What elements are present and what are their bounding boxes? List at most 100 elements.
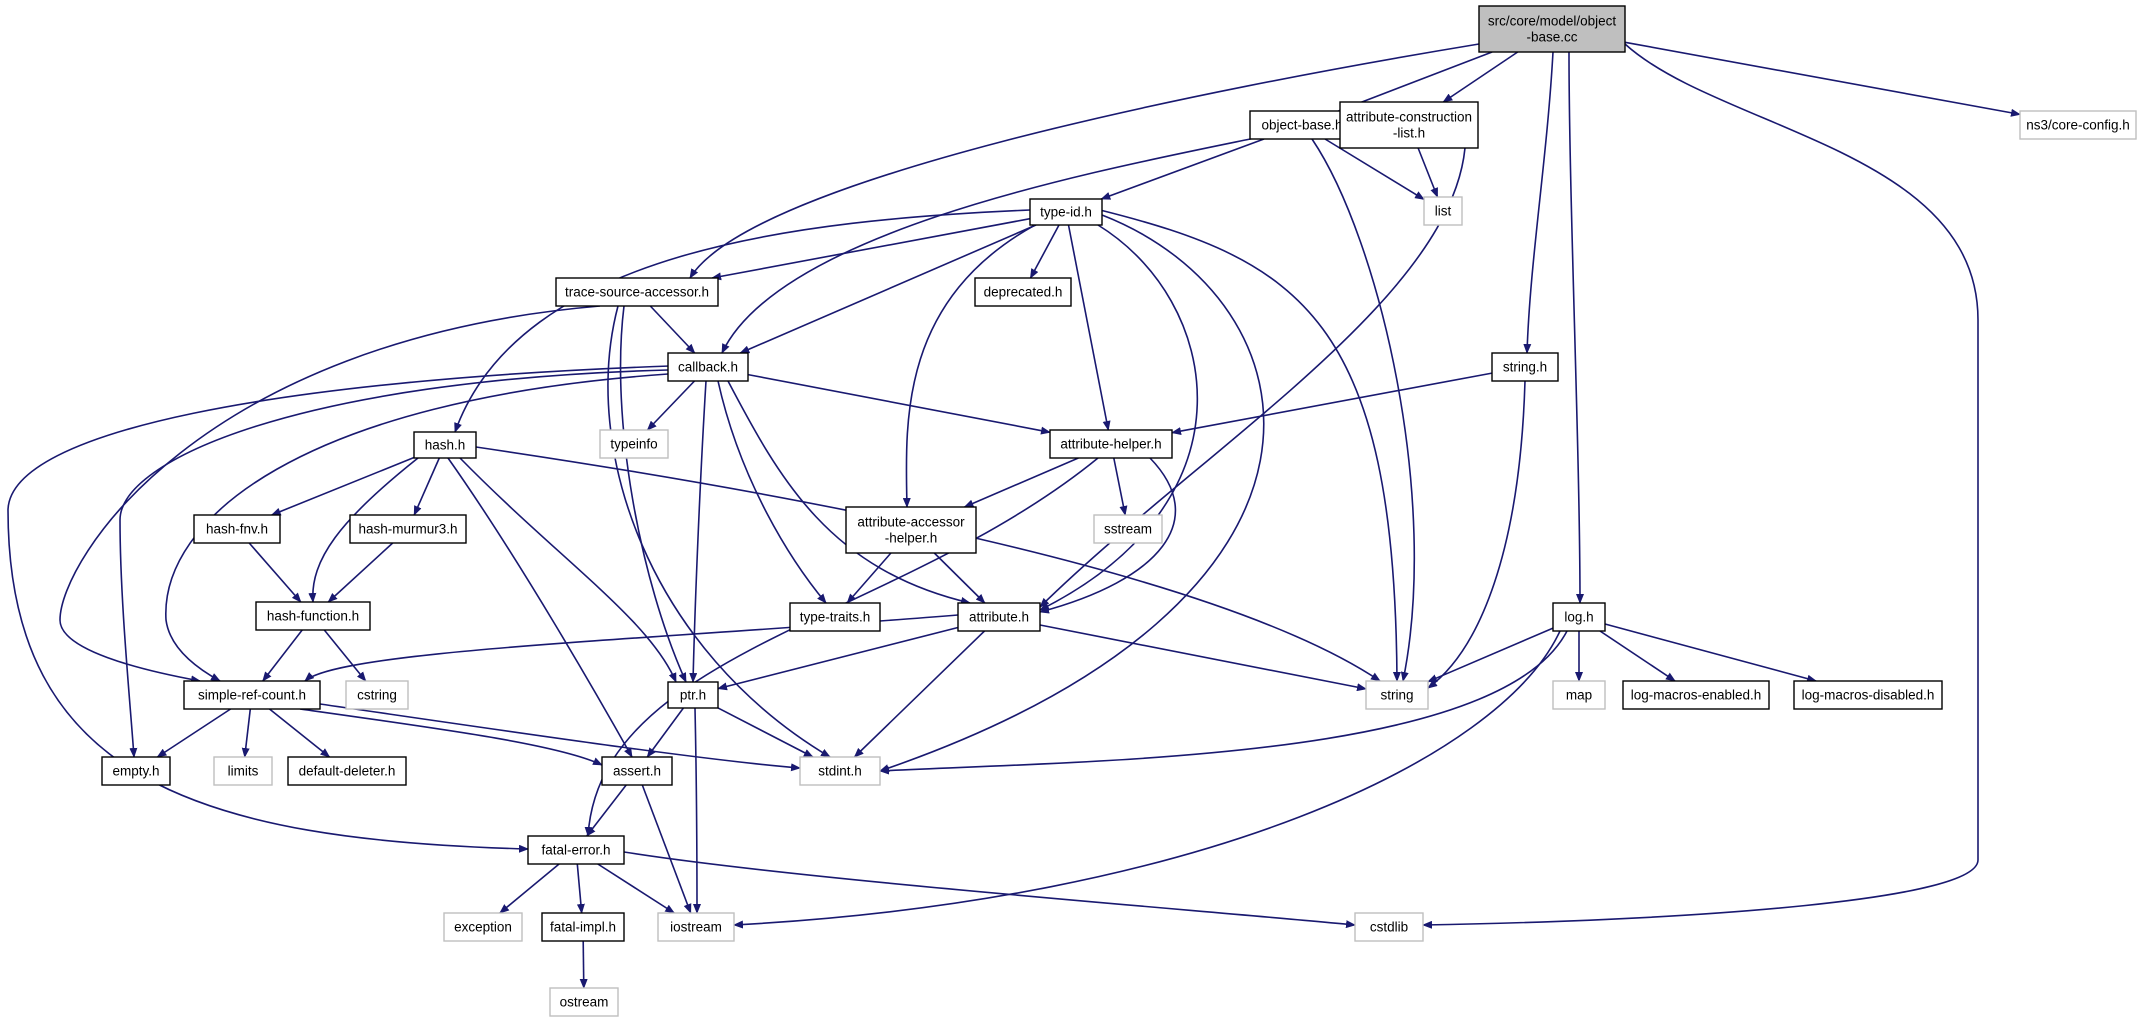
edge-object-base-h-to-callback-h bbox=[721, 136, 1261, 354]
edge-attribute-accessor-helper-h-to-attribute-h bbox=[933, 552, 986, 604]
node-label: log-macros-disabled.h bbox=[1802, 688, 1935, 703]
node-label: empty.h bbox=[112, 764, 159, 779]
edge-hash-fnv-h-to-hash-function-h bbox=[248, 542, 302, 603]
node-label: default-deleter.h bbox=[299, 764, 396, 779]
node-stdint-h: stdint.h bbox=[799, 756, 881, 786]
node-fatal-impl-h[interactable]: fatal-impl.h bbox=[541, 912, 625, 942]
edge-object-base-cc-to-log-h bbox=[1568, 51, 1584, 604]
node-box bbox=[443, 912, 523, 942]
node-label: attribute-accessor bbox=[857, 515, 965, 530]
edge-simple-ref-count-h-to-default-deleter-h bbox=[269, 708, 331, 758]
node-assert-h[interactable]: assert.h bbox=[601, 756, 673, 786]
node-attribute-accessor-helper-h[interactable]: attribute-accessor-helper.h bbox=[845, 506, 977, 554]
node-list: list bbox=[1423, 196, 1463, 226]
node-box bbox=[799, 756, 881, 786]
node-label: callback.h bbox=[678, 360, 738, 375]
node-attribute-construction-list-h[interactable]: attribute-construction-list.h bbox=[1339, 101, 1479, 149]
node-label: cstring bbox=[357, 688, 397, 703]
node-attribute-helper-h[interactable]: attribute-helper.h bbox=[1049, 429, 1173, 459]
edge-object-base-h-to-type-id-h bbox=[1100, 138, 1265, 200]
node-hash-murmur3-h[interactable]: hash-murmur3.h bbox=[349, 514, 467, 544]
edge-string-h-to-string bbox=[1427, 380, 1526, 689]
node-box bbox=[789, 602, 881, 632]
edge-hash-function-h-to-simple-ref-count-h bbox=[262, 629, 303, 682]
edge-simple-ref-count-h-to-assert-h bbox=[299, 708, 603, 766]
node-label: deprecated.h bbox=[984, 285, 1063, 300]
node-label: ns3/core-config.h bbox=[2026, 118, 2130, 133]
node-ns3-core-config-h: ns3/core-config.h bbox=[2019, 110, 2137, 140]
node-deprecated-h[interactable]: deprecated.h bbox=[974, 277, 1072, 307]
edge-attribute-accessor-helper-h-to-type-traits-h bbox=[846, 552, 892, 604]
edge-attribute-h-to-ptr-h bbox=[717, 626, 959, 691]
edge-ptr-h-to-assert-h bbox=[646, 707, 685, 758]
edge-attribute-helper-h-to-attribute-accessor-helper-h bbox=[963, 457, 1079, 508]
node-label: map bbox=[1566, 688, 1592, 703]
node-label: cstdlib bbox=[1370, 920, 1408, 935]
edge-hash-h-to-hash-murmur3-h bbox=[413, 457, 441, 516]
edge-fatal-error-h-to-iostream bbox=[597, 863, 676, 914]
edge-fatal-error-h-to-fatal-impl-h bbox=[576, 863, 585, 914]
edges-layer bbox=[7, 41, 2021, 989]
node-ptr-h[interactable]: ptr.h bbox=[667, 681, 719, 709]
node-type-traits-h[interactable]: type-traits.h bbox=[789, 602, 881, 632]
edge-type-id-h-to-callback-h bbox=[739, 224, 1037, 354]
node-string: string bbox=[1365, 680, 1429, 710]
node-log-macros-disabled-h[interactable]: log-macros-disabled.h bbox=[1793, 680, 1943, 710]
edge-hash-function-h-to-cstring bbox=[323, 629, 367, 682]
node-log-h[interactable]: log.h bbox=[1552, 602, 1606, 632]
node-label: hash-fnv.h bbox=[206, 522, 268, 537]
node-label: hash-murmur3.h bbox=[358, 522, 457, 537]
node-label: hash-function.h bbox=[267, 609, 359, 624]
node-label: attribute-helper.h bbox=[1060, 437, 1161, 452]
node-box bbox=[667, 352, 749, 382]
node-object-base-h[interactable]: object-base.h bbox=[1249, 110, 1355, 140]
node-label: list bbox=[1435, 204, 1452, 219]
edge-ptr-h-to-iostream bbox=[692, 707, 701, 914]
edge-object-base-cc-to-object-base-h bbox=[1337, 51, 1493, 112]
node-iostream: iostream bbox=[657, 912, 735, 942]
node-label: exception bbox=[454, 920, 512, 935]
node-attribute-h[interactable]: attribute.h bbox=[957, 602, 1041, 632]
node-label: fatal-impl.h bbox=[550, 920, 616, 935]
node-hash-h[interactable]: hash.h bbox=[413, 431, 477, 459]
node-trace-source-accessor-h[interactable]: trace-source-accessor.h bbox=[555, 277, 719, 307]
edge-callback-h-to-typeinfo bbox=[646, 380, 696, 431]
edge-type-id-h-to-attribute-accessor-helper-h bbox=[902, 224, 1036, 508]
node-hash-fnv-h[interactable]: hash-fnv.h bbox=[193, 514, 281, 544]
node-box bbox=[1354, 912, 1424, 942]
edge-attribute-h-to-string bbox=[1039, 624, 1367, 692]
node-label: -list.h bbox=[1393, 126, 1425, 141]
node-label: object-base.h bbox=[1261, 118, 1342, 133]
node-box bbox=[1622, 680, 1770, 710]
node-empty-h[interactable]: empty.h bbox=[101, 756, 171, 786]
edge-object-base-cc-to-trace-source-accessor-h bbox=[689, 43, 1480, 279]
edge-hash-h-to-hash-function-h bbox=[308, 457, 419, 603]
node-label: string bbox=[1380, 688, 1413, 703]
edge-trace-source-accessor-h-to-callback-h bbox=[649, 305, 696, 354]
edge-assert-h-to-fatal-error-h bbox=[586, 784, 627, 837]
edge-callback-h-to-ptr-h bbox=[689, 380, 707, 683]
node-box bbox=[1029, 198, 1103, 226]
node-fatal-error-h[interactable]: fatal-error.h bbox=[527, 835, 625, 865]
node-type-id-h[interactable]: type-id.h bbox=[1029, 198, 1103, 226]
node-callback-h[interactable]: callback.h bbox=[667, 352, 749, 382]
node-label: trace-source-accessor.h bbox=[565, 285, 709, 300]
edge-log-h-to-iostream bbox=[733, 630, 1561, 929]
edge-ptr-h-to-stdint-h bbox=[717, 707, 814, 758]
node-default-deleter-h[interactable]: default-deleter.h bbox=[287, 756, 407, 786]
node-box bbox=[1793, 680, 1943, 710]
node-label: log.h bbox=[1564, 610, 1593, 625]
node-limits: limits bbox=[213, 756, 273, 786]
node-sstream: sstream bbox=[1093, 514, 1163, 544]
node-log-macros-enabled-h[interactable]: log-macros-enabled.h bbox=[1622, 680, 1770, 710]
edge-callback-h-to-empty-h bbox=[119, 369, 669, 758]
node-label: string.h bbox=[1503, 360, 1547, 375]
node-object-base-cc[interactable]: src/core/model/object-base.cc bbox=[1478, 5, 1626, 53]
node-cstring: cstring bbox=[345, 680, 409, 710]
node-simple-ref-count-h[interactable]: simple-ref-count.h bbox=[183, 680, 321, 710]
node-box bbox=[667, 681, 719, 709]
node-hash-function-h[interactable]: hash-function.h bbox=[255, 601, 371, 631]
node-string-h[interactable]: string.h bbox=[1491, 352, 1559, 382]
edge-callback-h-to-attribute-helper-h bbox=[747, 373, 1051, 435]
